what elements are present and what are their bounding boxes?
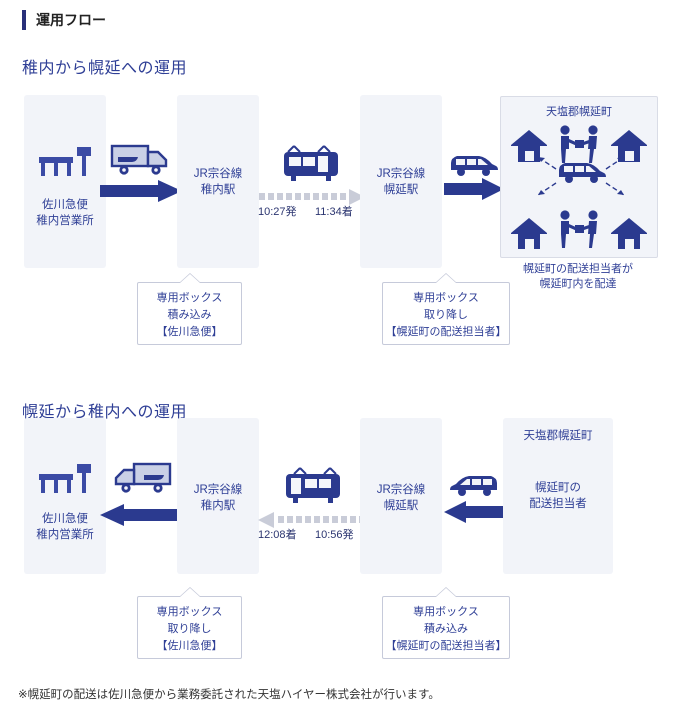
callout-line3: 【幌延町の配送担当者】 <box>385 326 507 338</box>
callout-line2: 取り降し <box>167 623 212 635</box>
callout-line3: 【幌延町の配送担当者】 <box>385 640 507 652</box>
node-label-line1: JR宗谷線 <box>193 168 243 180</box>
town-caption-line2: 幌延町内を配達 <box>539 278 617 290</box>
node-label-line2: 稚内営業所 <box>36 529 94 541</box>
rail-arrive-time-2: 12:08着 <box>258 529 297 541</box>
house-icon <box>511 130 547 162</box>
section-heading-2: 幌延から稚内への運用 <box>22 404 188 421</box>
node-label-line2: 稚内営業所 <box>36 215 94 227</box>
town-title: 天塩郡幌延町 <box>523 430 593 442</box>
node-label-line2: 幌延駅 <box>383 184 419 196</box>
town-title: 天塩郡幌延町 <box>546 106 612 118</box>
callout-loading-2: 専用ボックス 積み込み 【幌延町の配送担当者】 <box>382 587 510 659</box>
node-label-line1: JR宗谷線 <box>376 484 426 496</box>
callout-line1: 専用ボックス <box>413 292 479 304</box>
house-icon <box>611 218 647 249</box>
rail-arrive-time-1: 11:34着 <box>315 206 353 218</box>
node-label-line1: JR宗谷線 <box>376 168 426 180</box>
node-station-wakkanai-2: JR宗谷線 稚内駅 <box>177 418 259 574</box>
node-station-horonobe-1: JR宗谷線 幌延駅 <box>360 95 442 268</box>
node-label-line1: 佐川急便 <box>42 513 88 525</box>
arrow-town-to-station-2 <box>444 501 504 523</box>
callout-line1: 専用ボックス <box>156 292 223 304</box>
node-label-line2: 稚内駅 <box>200 500 236 512</box>
truck-icon <box>110 142 174 178</box>
rail-depart-time-2: 10:56発 <box>315 529 354 541</box>
depot-icon <box>35 143 95 185</box>
truck-icon <box>108 460 172 496</box>
node-label-line1: 幌延町の <box>535 482 581 494</box>
town-delivery-panel-1: 天塩郡幌延町 <box>500 96 658 258</box>
callout-line2: 積み込み <box>424 623 468 635</box>
van-icon <box>448 152 498 178</box>
town-illustration <box>511 125 647 249</box>
callout-line1: 専用ボックス <box>156 606 223 618</box>
people-handoff-icon <box>560 125 598 163</box>
callout-line3: 【佐川急便】 <box>156 326 223 338</box>
callout-unloading-2: 専用ボックス 取り降し 【佐川急便】 <box>137 587 242 659</box>
callout-unloading-1: 専用ボックス 取り降し 【幌延町の配送担当者】 <box>382 273 510 345</box>
section-heading-1: 稚内から幌延への運用 <box>22 60 188 77</box>
callout-loading-1: 専用ボックス 積み込み 【佐川急便】 <box>137 273 242 345</box>
callout-pointer-fill <box>179 588 200 597</box>
arrow-station-to-depot-2 <box>100 504 182 526</box>
arrow-depot-to-station-1 <box>100 180 182 202</box>
node-label-line2: 配送担当者 <box>529 498 587 510</box>
depot-icon <box>35 460 95 502</box>
train-icon <box>280 140 342 188</box>
footnote: ※幌延町の配送は佐川急便から業務委託された天塩ハイヤー株式会社が行います。 <box>18 689 440 701</box>
node-station-horonobe-2: JR宗谷線 幌延駅 <box>360 418 442 574</box>
callout-line2: 取り降し <box>424 309 468 321</box>
node-label-line2: 幌延駅 <box>383 500 419 512</box>
dotted-arrow-rail-1 <box>259 189 367 205</box>
dotted-arrow-rail-2 <box>256 512 364 528</box>
house-icon <box>511 218 547 249</box>
arrow-station-to-town-1 <box>444 178 504 200</box>
node-town-staff-2: 天塩郡幌延町 幌延町の 配送担当者 <box>503 418 613 574</box>
node-label-line1: 佐川急便 <box>42 199 88 211</box>
train-icon <box>282 462 344 510</box>
node-sagawa-depot-1: 佐川急便 稚内営業所 <box>24 95 106 268</box>
callout-pointer-fill <box>436 274 456 283</box>
house-icon <box>611 130 647 162</box>
node-station-wakkanai-1: JR宗谷線 稚内駅 <box>177 95 259 268</box>
van-icon <box>450 472 500 498</box>
page-title: 運用フロー <box>22 10 106 30</box>
van-icon <box>559 163 606 183</box>
node-sagawa-depot-2: 佐川急便 稚内営業所 <box>24 418 106 574</box>
people-handoff-icon <box>560 210 598 248</box>
callout-pointer-fill <box>436 588 456 597</box>
town-caption-line1: 幌延町の配送担当者が <box>523 263 633 275</box>
rail-depart-time-1: 10:27発 <box>258 206 297 218</box>
callout-line3: 【佐川急便】 <box>156 640 223 652</box>
callout-line1: 専用ボックス <box>413 606 479 618</box>
callout-pointer-fill <box>179 274 200 283</box>
node-label-line1: JR宗谷線 <box>193 484 243 496</box>
node-label-line2: 稚内駅 <box>200 184 236 196</box>
callout-line2: 積み込み <box>167 309 212 321</box>
